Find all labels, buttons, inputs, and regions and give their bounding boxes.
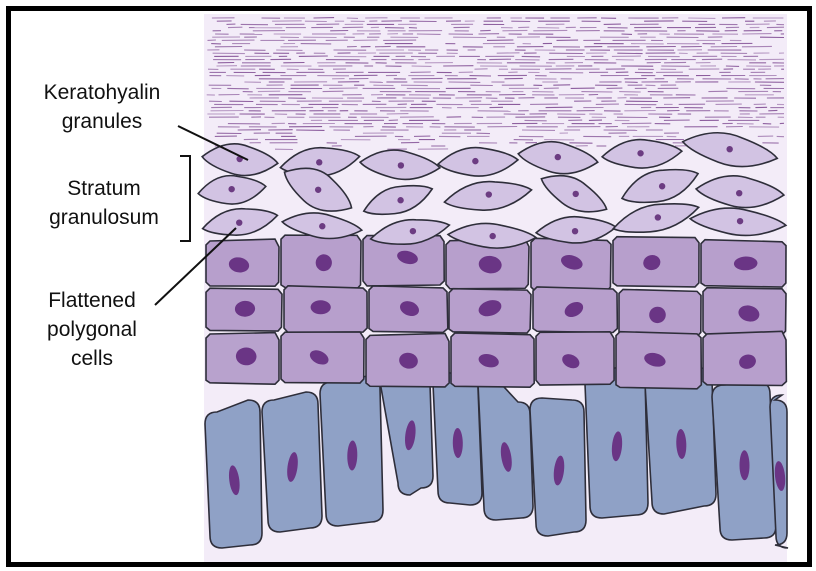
keratohyalin-granule bbox=[319, 223, 325, 229]
keratohyalin-label-line-1: Keratohyalin bbox=[22, 78, 182, 107]
keratohyalin-granule bbox=[486, 191, 492, 197]
keratohyalin-granule bbox=[410, 228, 416, 234]
stratum-label-line-2: granulosum bbox=[40, 203, 168, 232]
keratohyalin-granule bbox=[236, 219, 242, 225]
keratohyalin-granule bbox=[489, 233, 495, 239]
keratohyalin-granule bbox=[736, 190, 742, 196]
keratohyalin-granule bbox=[316, 159, 322, 165]
keratohyalin-granule bbox=[315, 187, 321, 193]
polygonal-nucleus bbox=[311, 300, 331, 314]
flattened-label-line-1: Flattened bbox=[32, 286, 152, 315]
keratohyalin-granule bbox=[726, 146, 732, 152]
flattened-polygonal-cell-layer bbox=[206, 235, 786, 389]
keratohyalin-granule bbox=[472, 158, 478, 164]
flattened-label-line-2: polygonal bbox=[32, 315, 152, 344]
keratohyalin-granule bbox=[398, 162, 404, 168]
keratohyalin-granule bbox=[572, 228, 578, 234]
stratum-label-line-1: Stratum bbox=[40, 174, 168, 203]
keratohyalin-granule bbox=[637, 150, 643, 156]
bracket bbox=[180, 156, 190, 241]
keratohyalin-granules-label: Keratohyalin granules bbox=[22, 78, 182, 136]
keratohyalin-granule bbox=[573, 191, 579, 197]
keratohyalin-granule bbox=[397, 197, 403, 203]
stratum-granulosum-label: Stratum granulosum bbox=[40, 174, 168, 232]
keratohyalin-granule bbox=[228, 186, 234, 192]
keratohyalin-granule bbox=[655, 214, 661, 220]
flattened-label-line-3: cells bbox=[32, 344, 152, 373]
keratohyalin-granule bbox=[555, 154, 561, 160]
keratohyalin-granule bbox=[737, 218, 743, 224]
flattened-polygonal-cells-label: Flattened polygonal cells bbox=[32, 286, 152, 373]
keratohyalin-granule bbox=[659, 183, 665, 189]
keratohyalin-label-line-2: granules bbox=[22, 107, 182, 136]
